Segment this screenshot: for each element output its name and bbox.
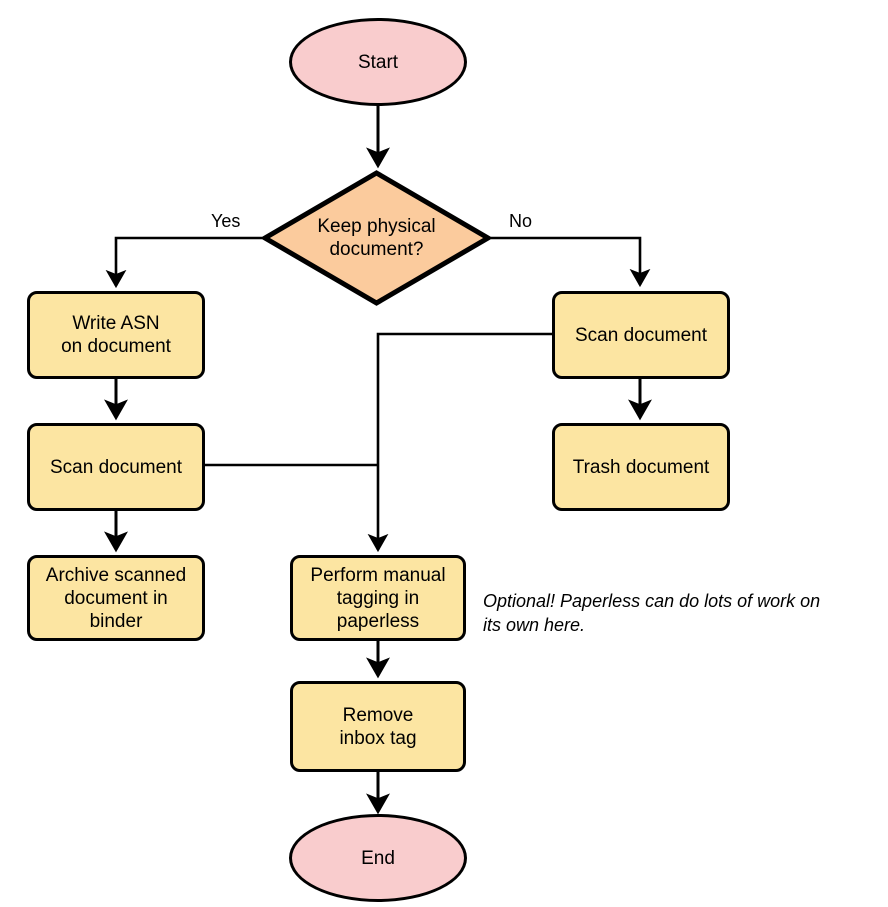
node-end-label: End	[361, 847, 395, 869]
node-start-label: Start	[357, 51, 399, 73]
node-archive-binder[interactable]: Archive scanned document in binder	[27, 555, 205, 641]
node-manual-tagging-label: Perform manual tagging in paperless	[310, 564, 446, 632]
edge-label-no: No	[509, 211, 533, 231]
edge-scan-right-to-manual-tagging	[367, 332, 552, 553]
edge-label-yes: Yes	[211, 211, 241, 231]
node-write-asn[interactable]: Write ASN on document	[27, 291, 205, 379]
node-decision-label: Keep physical document?	[317, 216, 436, 260]
node-scan-document-left[interactable]: Scan document	[27, 423, 205, 511]
node-write-asn-label: Write ASN on document	[61, 313, 171, 357]
node-scan-document-right-label: Scan document	[574, 324, 708, 346]
node-trash-document[interactable]: Trash document	[552, 423, 730, 511]
node-archive-binder-label: Archive scanned document in binder	[45, 564, 187, 632]
node-scan-document-left-label: Scan document	[49, 456, 183, 478]
edge-decision-no-to-scan-right	[491, 236, 651, 288]
node-trash-document-label: Trash document	[572, 456, 710, 478]
node-start[interactable]: Start	[289, 18, 467, 106]
node-decision-keep-physical-document[interactable]: Keep physical document?	[262, 170, 491, 306]
diamond-shape	[262, 170, 491, 306]
node-remove-inbox-tag-label: Remove inbox tag	[339, 704, 417, 749]
node-scan-document-right[interactable]: Scan document	[552, 291, 730, 379]
node-remove-inbox-tag[interactable]: Remove inbox tag	[290, 681, 466, 772]
node-manual-tagging[interactable]: Perform manual tagging in paperless	[290, 555, 466, 641]
edge-decision-yes-to-write-asn	[105, 236, 262, 289]
note-optional: Optional! Paperless can do lots of work …	[483, 591, 821, 635]
node-end[interactable]: End	[289, 814, 467, 902]
